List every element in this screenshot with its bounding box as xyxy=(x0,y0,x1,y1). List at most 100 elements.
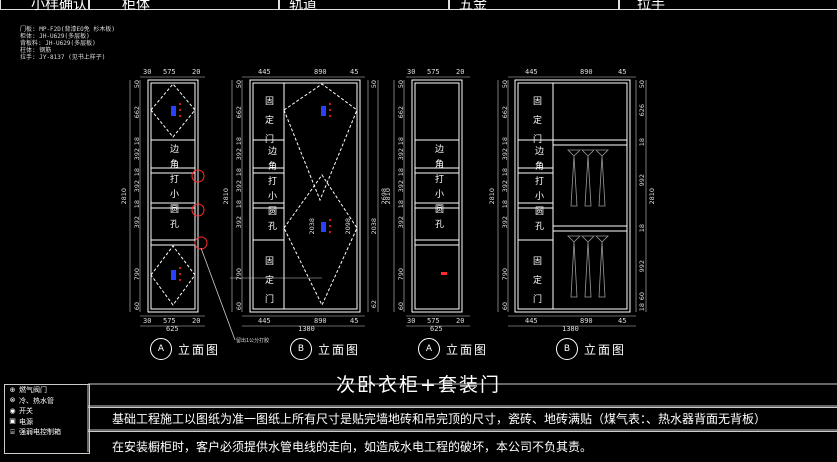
dim-label: 50 xyxy=(501,80,509,89)
construction-note: 基础工程施工以图纸为准一图纸上所有尺寸是贴完墙地砖和吊完顶的尺寸，瓷砖、地砖满贴… xyxy=(88,407,837,429)
dim-label: 575 xyxy=(427,317,440,325)
tag-title: 立面图 xyxy=(446,342,489,357)
dim-label: 392 xyxy=(133,148,141,161)
dim-label: 392 xyxy=(235,148,243,161)
dim-label: 60 xyxy=(133,302,141,311)
dim-label: 18 xyxy=(397,137,405,146)
door-note: 边角打小圆孔 xyxy=(533,146,543,236)
fixed-door-label: 固定门 xyxy=(531,256,541,313)
header-cell: 五金 xyxy=(448,0,620,13)
dim-label: 625 xyxy=(166,325,179,333)
dim-label: 392 xyxy=(501,216,509,229)
dim-label: 18 xyxy=(638,303,646,312)
header-cell: 轨道 xyxy=(278,0,450,13)
elevation-b2-frame xyxy=(514,79,631,313)
elevation-b1-frame xyxy=(249,79,361,313)
fixed-door-label: 固定门 xyxy=(531,96,541,153)
dim-label: 2810 xyxy=(384,188,392,205)
header-cell: 柜体 xyxy=(88,0,280,13)
elevation-tag: A 立面图 xyxy=(418,338,488,360)
legend-label: 电源 xyxy=(19,417,33,426)
box-icon: ⌸ xyxy=(10,427,15,436)
dim-label: 18 xyxy=(133,168,141,177)
legend-label: 强弱电控制箱 xyxy=(19,428,61,437)
dim-label: 62 xyxy=(370,300,378,309)
dim-label: 50 xyxy=(133,80,141,89)
dim-label: 992 xyxy=(638,260,646,273)
note-line: 拉手: JY-8137 (见书上样子) xyxy=(20,54,106,61)
dim-label: 575 xyxy=(163,68,176,76)
hanger-icons xyxy=(567,149,609,298)
tag-letter: B xyxy=(290,338,312,360)
dim-label: 30 xyxy=(407,68,416,76)
header-cell: 拉手 xyxy=(618,0,837,13)
dim-label: 445 xyxy=(258,317,271,325)
dim-label: 392 xyxy=(397,148,405,161)
dim-label: 2038 xyxy=(370,218,378,235)
elevation-tag: B 立面图 xyxy=(290,338,360,360)
dim-label: 662 xyxy=(235,106,243,119)
dim-label: 30 xyxy=(143,317,152,325)
dim-label: 392 xyxy=(235,216,243,229)
door-note: 边角打小圆孔 xyxy=(168,144,178,234)
outlet-icon: ▣ xyxy=(9,417,16,426)
dim-label: 790 xyxy=(133,268,141,281)
tag-title: 立面图 xyxy=(318,342,361,357)
dim-label: 790 xyxy=(397,268,405,281)
dim-label: 625 xyxy=(430,325,443,333)
dim-label: 790 xyxy=(235,268,243,281)
dim-label: 18 xyxy=(133,200,141,209)
dim-label: 890 xyxy=(314,68,327,76)
header-text: 拉手 xyxy=(637,0,665,13)
dim-label: 60 xyxy=(638,292,646,301)
legend-item: ◉ 开关 xyxy=(5,406,89,417)
dim-label: 790 xyxy=(501,268,509,281)
tag-letter: B xyxy=(556,338,578,360)
legend-label: 冷、热水管 xyxy=(19,396,54,405)
tag-title: 立面图 xyxy=(178,342,221,357)
dim-label: 2810 xyxy=(222,188,230,205)
tag-letter: A xyxy=(418,338,440,360)
drawing-title: 次卧衣柜+套装门 xyxy=(336,374,501,396)
dim-label: 45 xyxy=(350,317,359,325)
dim-label: 890 xyxy=(314,317,327,325)
installation-note: 在安装橱柜时，客户必须提供水管电线的走向，如造成水电工程的破坏，本公司不负其责。 xyxy=(88,431,837,454)
door-note: 边角打小圆孔 xyxy=(266,146,276,236)
elevation-tag: A 立面图 xyxy=(150,338,220,360)
dim-label: 992 xyxy=(638,174,646,187)
elevation-a1-frame xyxy=(147,79,199,313)
symbol-legend: ⊕ 燃气阀门 ⊗ 冷、热水管 ◉ 开关 ▣ 电源 ⌸ 强弱电控制箱 xyxy=(4,384,90,454)
water-icon: ⊗ xyxy=(9,396,16,405)
dim-label: 392 xyxy=(397,180,405,193)
fixed-door-label: 固定门 xyxy=(263,96,273,153)
legend-item: ⊕ 燃气阀门 xyxy=(5,385,89,396)
dim-label: 1380 xyxy=(562,325,579,333)
legend-item: ⌸ 强弱电控制箱 xyxy=(5,427,89,438)
dim-label: 662 xyxy=(397,106,405,119)
dim-label: 50 xyxy=(370,80,378,89)
tag-letter: A xyxy=(150,338,172,360)
dim-label: 20 xyxy=(456,317,465,325)
dim-label: 18 xyxy=(235,200,243,209)
dim-label: 18 xyxy=(397,168,405,177)
dim-label: 45 xyxy=(618,68,627,76)
dim-label: 392 xyxy=(501,180,509,193)
dim-label: 575 xyxy=(163,317,176,325)
dim-label: 18 xyxy=(133,137,141,146)
dim-label: 50 xyxy=(397,80,405,89)
dim-label: 890 xyxy=(580,317,593,325)
dim-label: 392 xyxy=(133,180,141,193)
elevation-tag: B 立面图 xyxy=(556,338,626,360)
dim-label: 392 xyxy=(397,216,405,229)
header-text: 轨道 xyxy=(289,0,317,13)
door-note: 边角打小圆孔 xyxy=(433,144,443,234)
dim-label: 18 xyxy=(501,168,509,177)
dim-label: 20 xyxy=(192,317,201,325)
legend-label: 燃气阀门 xyxy=(19,386,47,395)
dim-label: 392 xyxy=(501,148,509,161)
switch-icon: ◉ xyxy=(9,406,16,415)
dim-label: 45 xyxy=(350,68,359,76)
dim-label: 1380 xyxy=(298,325,315,333)
dim-label: 445 xyxy=(525,317,538,325)
dim-label: 30 xyxy=(143,68,152,76)
